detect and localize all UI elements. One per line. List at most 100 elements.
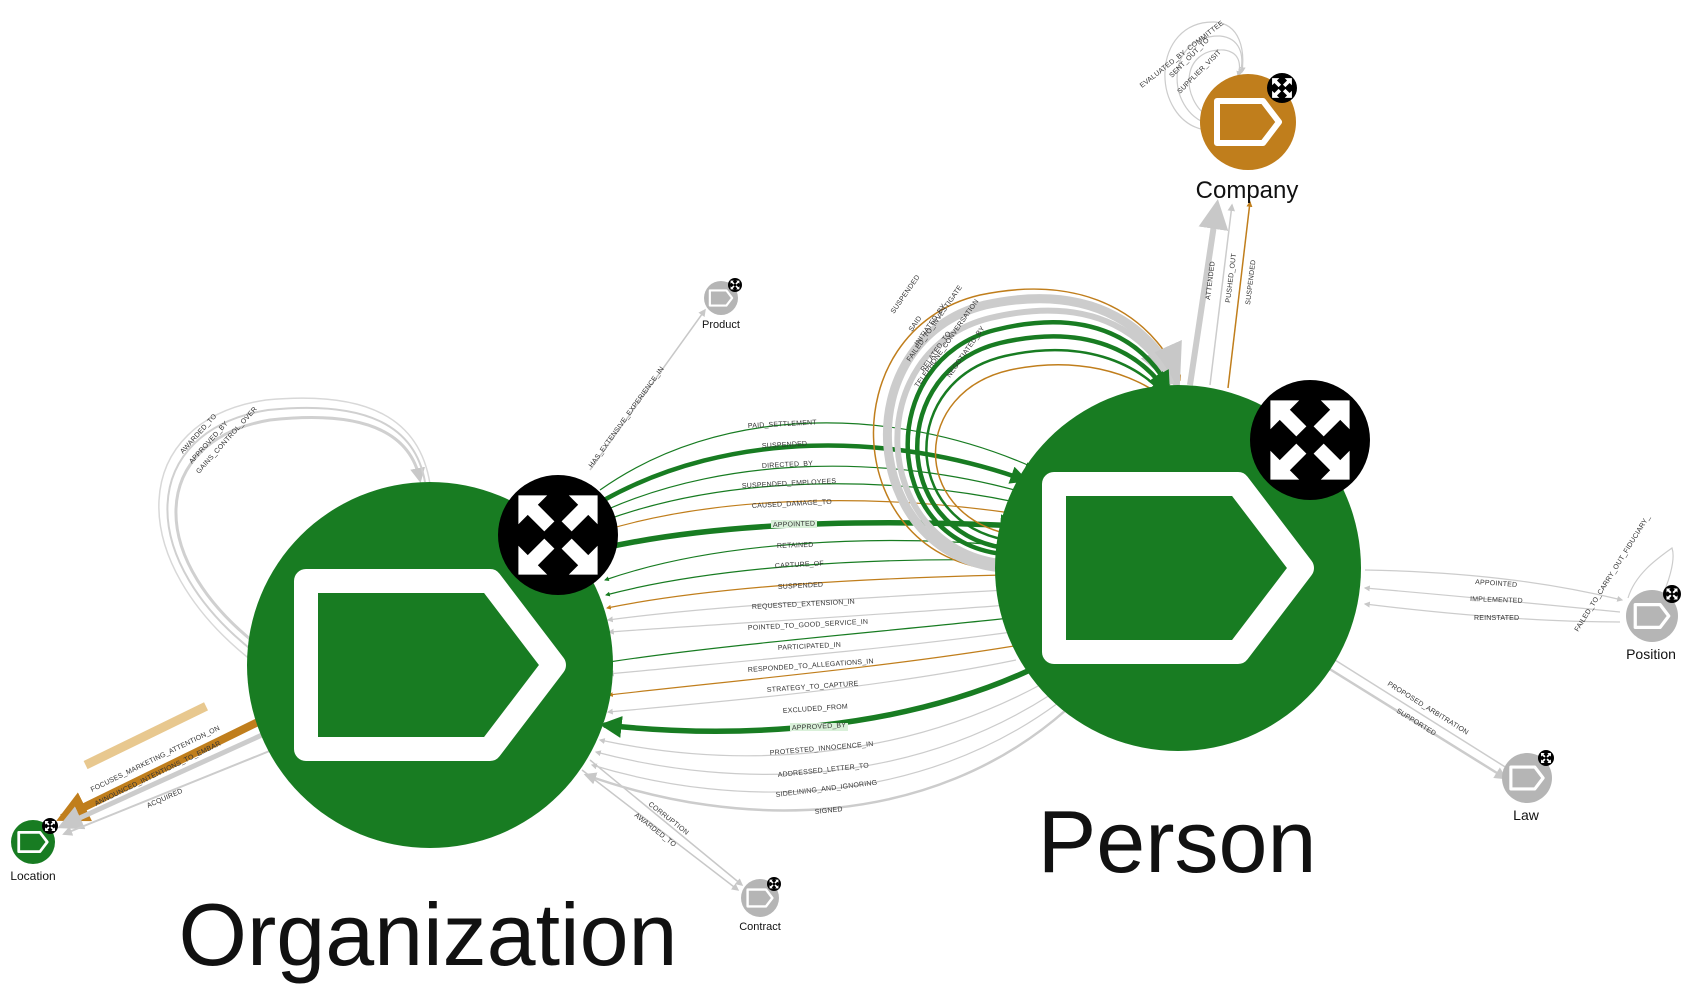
edge-person-org-8[interactable] bbox=[608, 645, 1015, 697]
node-label: Organization bbox=[179, 885, 678, 984]
edge-person-org-12[interactable] bbox=[594, 694, 1051, 775]
node-product[interactable]: Product bbox=[702, 278, 742, 331]
edge-person-company-2[interactable] bbox=[1209, 203, 1235, 386]
edge-person-self-4[interactable] bbox=[905, 320, 1170, 557]
edge-label: APPROVED_BY bbox=[792, 722, 847, 732]
node-company[interactable]: Company bbox=[1196, 73, 1299, 204]
edge-person-self-5[interactable] bbox=[915, 334, 1167, 551]
edge-label: GAINS_CONTROL_OVER bbox=[195, 406, 259, 476]
edge-org-self-2[interactable] bbox=[166, 406, 426, 659]
edge-group-person-to-org: RETAINED CAPTURE_OF SUSPENDED REQUESTED_… bbox=[583, 539, 1067, 816]
node-label: Contract bbox=[739, 921, 781, 933]
edge-group-org-to-person: PAID_SETTLEMENT SUSPENDED DIRECTED_BY SU… bbox=[599, 419, 1031, 551]
nodes-layer: Organization Person Company bbox=[10, 73, 1681, 984]
node-label: Company bbox=[1196, 177, 1299, 204]
edge-person-self-6[interactable] bbox=[925, 348, 1162, 542]
edge-label: RESPONDED_TO_ALLEGATIONS_IN bbox=[748, 658, 874, 674]
edge-group-org-contract: CORRUPTION AWARDED_TO bbox=[581, 759, 744, 891]
edge-org-product[interactable] bbox=[589, 308, 706, 471]
edge-org-self-3[interactable] bbox=[158, 397, 431, 665]
edge-label: CAPTURE_OF bbox=[775, 560, 824, 570]
edge-label: PUSHED_OUT bbox=[1225, 252, 1238, 303]
edge-person-org-13[interactable] bbox=[590, 702, 1059, 793]
node-position[interactable]: Position bbox=[1626, 585, 1681, 662]
node-location[interactable]: Location bbox=[10, 818, 58, 883]
edge-org-person-5[interactable] bbox=[605, 500, 1019, 531]
edge-org-location-2[interactable] bbox=[57, 732, 264, 830]
edge-label: SUSPENDED bbox=[1245, 259, 1257, 305]
edge-person-org-6[interactable] bbox=[608, 617, 1011, 664]
edge-label: ADDRESSED_LETTER_TO bbox=[777, 762, 869, 779]
edge-label: SIGNED bbox=[814, 806, 843, 816]
edge-org-person-4[interactable] bbox=[605, 483, 1021, 521]
edge-person-org-7[interactable] bbox=[607, 631, 1013, 677]
edge-label: SIDELINING_AND_IGNORING bbox=[775, 780, 877, 799]
edge-person-position-3[interactable] bbox=[1363, 601, 1621, 623]
edge-label: PROTESTED_INNOCENCE_IN bbox=[770, 741, 874, 757]
node-organization[interactable]: Organization bbox=[179, 475, 678, 984]
edge-label: POINTED_TO_GOOD_SERVICE_IN bbox=[748, 619, 869, 632]
node-person[interactable]: Person bbox=[995, 380, 1370, 891]
edge-label: PAID_SETTLEMENT bbox=[748, 419, 818, 430]
edge-org-location-3[interactable] bbox=[62, 749, 273, 836]
edge-person-org-9[interactable] bbox=[606, 659, 1017, 715]
edge-person-self-2[interactable] bbox=[882, 294, 1182, 573]
edge-person-self-3[interactable] bbox=[894, 307, 1175, 565]
edge-person-org-11[interactable] bbox=[598, 684, 1041, 757]
edge-group-org-location: FOCUSES_MARKETING_ATTENTION_ON ANNOUNCED… bbox=[56, 702, 273, 836]
node-label: Product bbox=[702, 319, 740, 331]
edge-label: IMPLEMENTED bbox=[1470, 596, 1523, 605]
expand-button[interactable] bbox=[1267, 73, 1297, 103]
edge-org-person-2[interactable] bbox=[602, 443, 1029, 502]
expand-button[interactable] bbox=[1663, 585, 1681, 603]
node-law[interactable]: Law bbox=[1502, 750, 1554, 823]
edge-person-position-2[interactable] bbox=[1363, 585, 1621, 613]
node-contract[interactable]: Contract bbox=[739, 877, 781, 933]
edge-label: REINSTATED bbox=[1474, 615, 1519, 622]
edge-group-person-law: PROPOSED_ARBITRATION SUPPORTED bbox=[1327, 659, 1512, 780]
edge-person-org-3[interactable] bbox=[606, 574, 1005, 610]
edge-position-self[interactable] bbox=[1627, 547, 1674, 601]
edge-label: APPOINTED bbox=[1475, 579, 1518, 589]
edge-person-position-1[interactable] bbox=[1364, 569, 1624, 602]
expand-button[interactable] bbox=[1250, 380, 1370, 500]
edge-label: CAUSED_DAMAGE_TO bbox=[752, 499, 833, 510]
node-label: Person bbox=[1038, 792, 1317, 891]
edge-label: REQUESTED_EXTENSION_IN bbox=[752, 599, 855, 611]
edge-label: DIRECTED_BY bbox=[762, 460, 814, 470]
edge-person-self-1[interactable] bbox=[872, 288, 1181, 571]
expand-button[interactable] bbox=[767, 877, 781, 891]
edge-label: SUSPENDED bbox=[890, 274, 922, 315]
expand-button[interactable] bbox=[728, 278, 742, 292]
edge-person-org-14[interactable] bbox=[583, 709, 1067, 812]
edge-person-law-2[interactable] bbox=[1327, 666, 1508, 780]
edge-org-self-1[interactable] bbox=[174, 416, 425, 655]
edge-org-location-1[interactable] bbox=[56, 718, 260, 822]
edge-org-contract-2[interactable] bbox=[581, 769, 740, 891]
edge-person-org-10[interactable] bbox=[599, 667, 1032, 738]
edge-person-org-4[interactable] bbox=[606, 589, 1007, 623]
edge-group-person-company: ATTENDED PUSHED_OUT SUSPENDED bbox=[1187, 199, 1258, 389]
edge-company-self-1[interactable] bbox=[1164, 21, 1246, 131]
edge-org-person-3[interactable] bbox=[605, 465, 1023, 511]
edge-company-self-2[interactable] bbox=[1176, 35, 1245, 125]
edge-label: EXCLUDED_FROM bbox=[783, 703, 849, 715]
edge-company-self-3[interactable] bbox=[1188, 49, 1243, 119]
edge-person-org-5[interactable] bbox=[607, 604, 1009, 635]
edge-label: ATTENDED bbox=[1205, 261, 1217, 300]
edge-group-org-product: HAS_EXTENSIVE_EXPERIENCE_IN bbox=[588, 308, 706, 471]
edge-label: PARTICIPATED_IN bbox=[778, 642, 841, 652]
expand-button[interactable] bbox=[1538, 750, 1554, 766]
expand-button[interactable] bbox=[42, 818, 58, 834]
edge-org-contract-1[interactable] bbox=[589, 759, 744, 886]
edge-org-person-1[interactable] bbox=[599, 422, 1031, 491]
edge-person-law-1[interactable] bbox=[1334, 659, 1512, 771]
edge-person-company-3[interactable] bbox=[1227, 200, 1253, 389]
edge-person-company-1[interactable] bbox=[1187, 199, 1229, 386]
expand-button[interactable] bbox=[498, 475, 618, 595]
edge-person-self-7[interactable] bbox=[934, 363, 1158, 535]
edge-label: RETAINED bbox=[777, 542, 814, 550]
edge-person-org-2[interactable] bbox=[605, 559, 1003, 597]
edge-label: APPOINTED bbox=[773, 521, 815, 529]
